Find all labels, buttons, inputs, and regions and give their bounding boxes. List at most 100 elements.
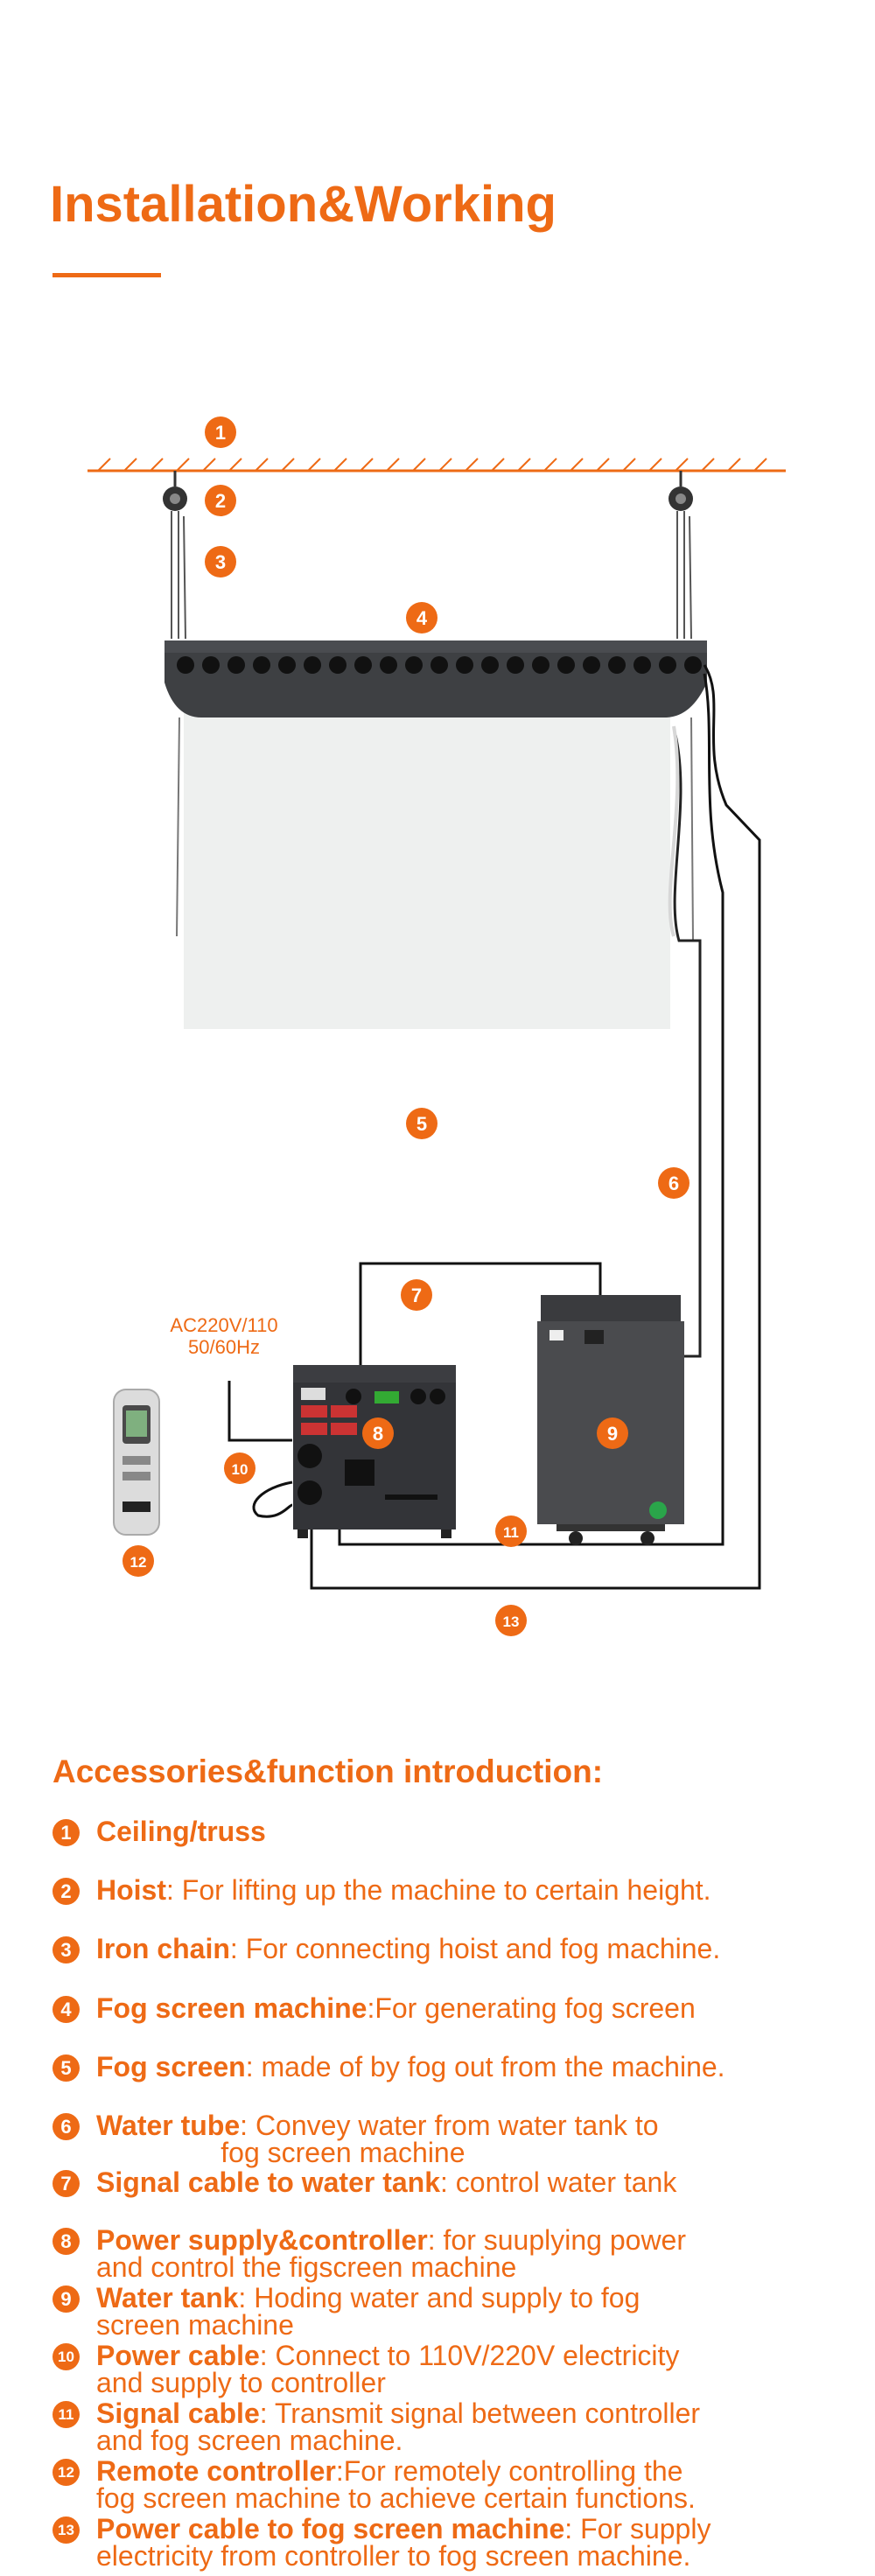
callout-10-label: 10 xyxy=(232,1461,248,1478)
accessory-name: Water tube xyxy=(96,2110,241,2141)
callout-6-label: 6 xyxy=(668,1172,679,1194)
accessory-text: Signal cable: Transmit signal between co… xyxy=(96,2398,701,2456)
accessory-text: Power cable to fog screen machine: For s… xyxy=(96,2513,711,2572)
callout-9-label: 9 xyxy=(607,1423,618,1445)
accessory-name: Hoist xyxy=(96,1874,166,1906)
ceiling-hatch-mark xyxy=(570,458,584,472)
accessory-description: : Connect to 110V/220V electricity and s… xyxy=(96,2340,680,2398)
callout-5: 5 xyxy=(406,1108,438,1139)
fog-nozzle xyxy=(202,656,220,674)
accessory-name: Fog screen machine xyxy=(96,1992,368,2024)
ceiling-hatch-mark xyxy=(333,458,347,472)
accessory-number: 4 xyxy=(52,1996,80,2023)
water-tube-white xyxy=(668,725,680,937)
power-cable-to-machine-line xyxy=(310,664,761,1590)
iron-chain xyxy=(171,511,692,640)
fog-nozzle xyxy=(481,656,499,674)
accessory-text: Fog screen machine:For generating fog sc… xyxy=(96,1992,696,2024)
ceiling-hatch-mark xyxy=(412,458,426,472)
water-tube xyxy=(583,734,702,1358)
ceiling-hatch-mark xyxy=(386,458,400,472)
callout-7: 7 xyxy=(401,1279,432,1311)
accessory-text: Ceiling/truss xyxy=(96,1816,266,1847)
callout-4: 4 xyxy=(406,602,438,634)
accessory-number: 11 xyxy=(52,2401,80,2428)
accessory-description: : Convey water from water tank to fog sc… xyxy=(220,2110,659,2168)
callout-3: 3 xyxy=(205,546,236,578)
signal-cable-line xyxy=(338,673,724,1546)
ceiling-hatch-mark xyxy=(176,458,190,472)
ceiling-hatch-mark xyxy=(543,458,557,472)
ceiling-hatch-mark xyxy=(228,458,242,472)
ceiling-hatch-mark xyxy=(622,458,636,472)
callout-6: 6 xyxy=(658,1167,690,1199)
ceiling-hatch-mark xyxy=(491,458,505,472)
accessory-number: 3 xyxy=(52,1936,80,1964)
hoist-left xyxy=(163,471,187,511)
fog-nozzle xyxy=(380,656,397,674)
callout-8-label: 8 xyxy=(373,1423,383,1445)
accessory-name: Power supply&controller xyxy=(96,2224,428,2256)
fog-nozzle xyxy=(278,656,296,674)
fog-nozzle xyxy=(659,656,676,674)
ceiling-hatch-mark xyxy=(150,458,164,472)
fog-nozzle xyxy=(684,656,702,674)
accessory-text: Power cable: Connect to 110V/220V electr… xyxy=(96,2342,679,2397)
fog-nozzle xyxy=(304,656,321,674)
title-underline xyxy=(52,273,161,277)
accessory-number: 6 xyxy=(52,2113,80,2140)
accessory-text: Signal cable to water tank: control wate… xyxy=(96,2166,677,2198)
accessory-description: : control water tank xyxy=(440,2166,677,2198)
accessory-description: : made of by fog out from the machine. xyxy=(245,2051,725,2082)
ceiling-hatch-mark xyxy=(465,458,479,472)
accessory-name: Iron chain xyxy=(96,1933,230,1964)
accessory-description: : For connecting hoist and fog machine. xyxy=(229,1933,721,1964)
ceiling-hatch-mark xyxy=(648,458,662,472)
power-supply-controller xyxy=(293,1365,456,1538)
ceiling-hatch-mark xyxy=(438,458,452,472)
power-spec-label-line2: 50/60Hz xyxy=(188,1336,260,1358)
ceiling-hatch-mark xyxy=(675,458,689,472)
accessory-number: 12 xyxy=(52,2459,80,2486)
accessory-number: 5 xyxy=(52,2054,80,2082)
accessory-text: Water tube: Convey water from water tank… xyxy=(96,2110,659,2168)
ceiling-hatch-mark xyxy=(517,458,531,472)
callout-1: 1 xyxy=(205,416,236,448)
callout-12: 12 xyxy=(122,1545,154,1577)
fog-nozzle xyxy=(608,656,626,674)
accessory-number: 2 xyxy=(52,1878,80,1905)
ceiling-hatch-mark xyxy=(97,458,111,472)
accessory-description: : For supply electricity from controller… xyxy=(96,2513,711,2572)
fog-screen-machine xyxy=(164,640,707,942)
ceiling-hatch-mark xyxy=(727,458,741,472)
callout-11-label: 11 xyxy=(503,1524,519,1541)
fog-nozzle xyxy=(532,656,550,674)
fog-nozzle xyxy=(507,656,524,674)
callout-2: 2 xyxy=(205,485,236,516)
accessory-description: : Transmit signal between controller and… xyxy=(96,2398,701,2456)
accessory-number: 9 xyxy=(52,2286,80,2313)
accessory-number: 8 xyxy=(52,2228,80,2255)
callout-10: 10 xyxy=(224,1452,256,1484)
callout-9: 9 xyxy=(597,1418,628,1449)
accessory-number: 7 xyxy=(52,2170,80,2197)
installation-diagram: AC220V/110 50/60Hz 1 2 3 4 5 6 7 8 9 10 … xyxy=(88,416,786,1636)
accessory-name: Water tank xyxy=(96,2282,239,2314)
accessory-description: :For generating fog screen xyxy=(367,1992,696,2024)
ceiling-hatch-mark xyxy=(281,458,295,472)
fog-screen xyxy=(184,704,670,1029)
accessory-name: Power cable xyxy=(96,2340,260,2371)
fog-nozzle xyxy=(177,656,194,674)
ceiling-hatch-mark xyxy=(701,458,715,472)
accessory-text: Water tank: Hoding water and supply to f… xyxy=(96,2282,640,2341)
accessory-name: Ceiling/truss xyxy=(96,1816,266,1847)
fog-nozzle xyxy=(557,656,575,674)
ceiling-hatch-mark xyxy=(360,458,374,472)
ceiling-hatch-mark xyxy=(307,458,321,472)
power-cable-line xyxy=(228,1381,292,1442)
ceiling-hatch-mark xyxy=(753,458,767,472)
fog-nozzle xyxy=(228,656,245,674)
accessory-text: Remote controller:For remotely controlli… xyxy=(96,2457,696,2512)
accessory-description: : Hoding water and supply to fog screen … xyxy=(96,2282,640,2341)
accessory-description: : For lifting up the machine to certain … xyxy=(166,1874,711,1906)
